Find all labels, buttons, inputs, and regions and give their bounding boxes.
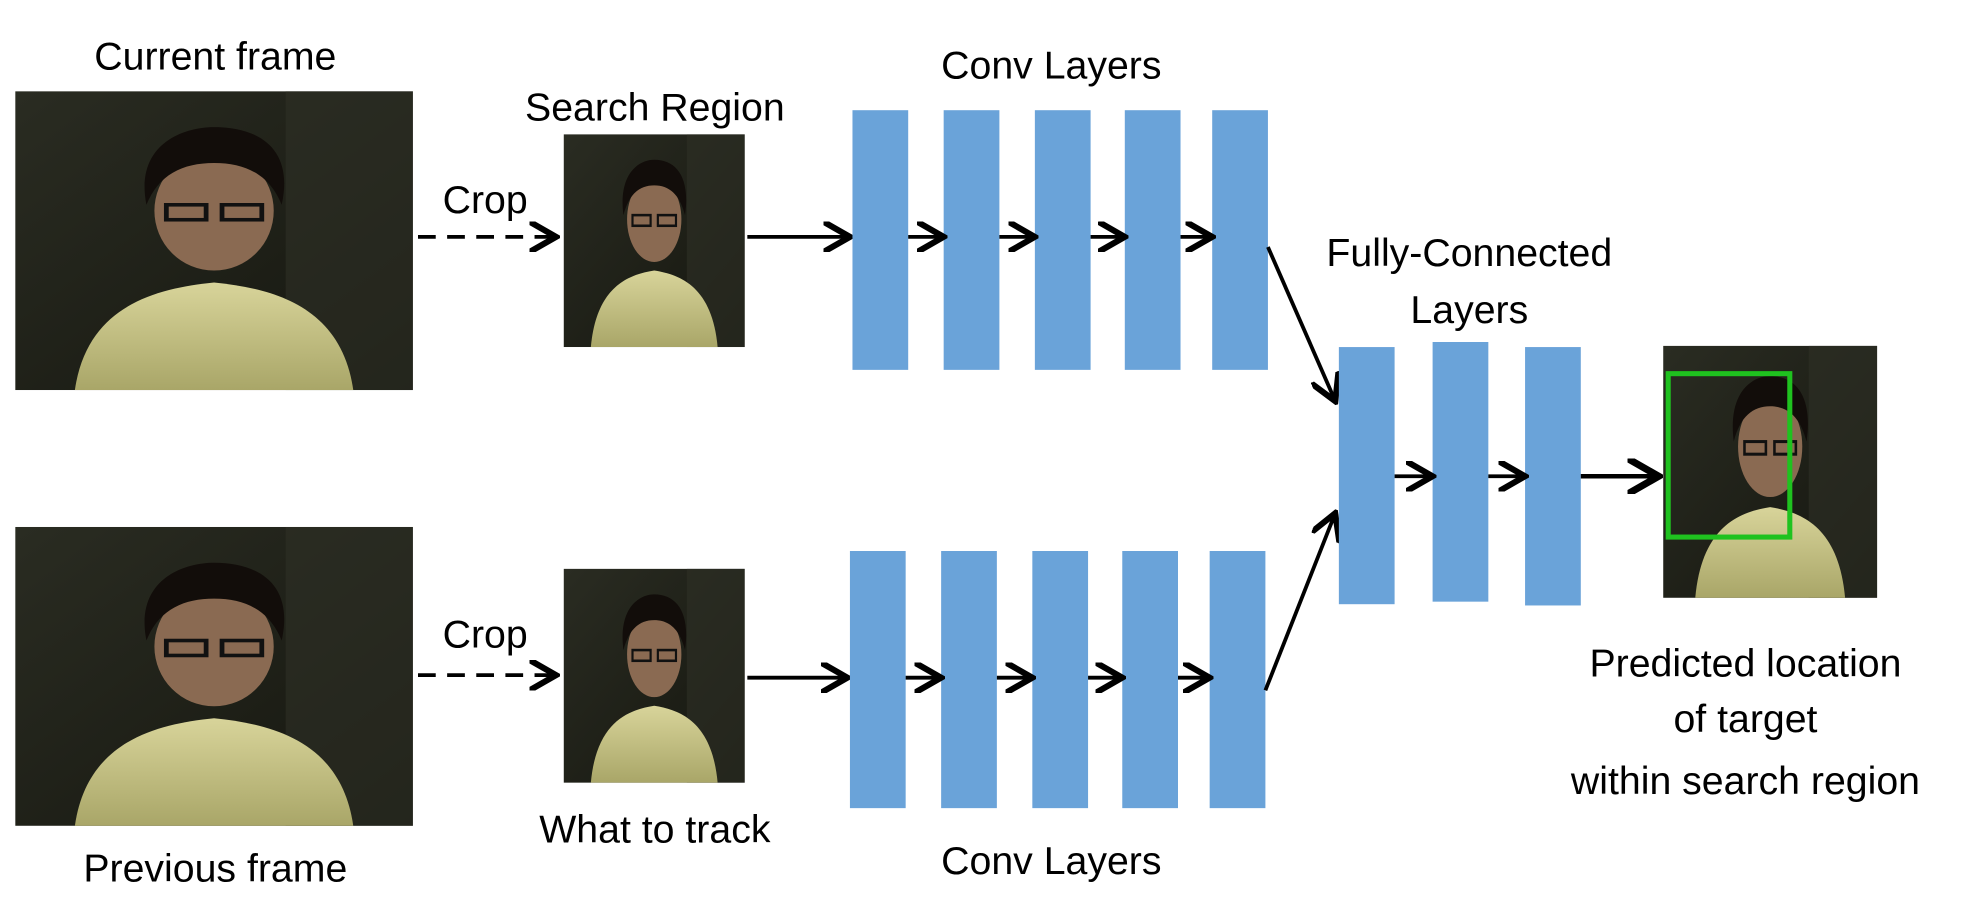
prediction-label-line2: of target [1673,697,1817,741]
conv-layer-bottom-1 [849,551,906,809]
current-frame-image [15,91,413,390]
conv-layer-top-5 [1212,110,1268,370]
previous-frame-label: Previous frame [83,847,347,891]
fc-label-line1: Fully-Connected [1326,231,1612,275]
current-frame-label: Current frame [94,35,336,79]
search-region-label: Search Region [525,85,785,129]
prediction-label-line1: Predicted location [1589,641,1901,685]
fc-layer-3 [1525,347,1581,606]
conv-layers-label-top: Conv Layers [941,44,1161,88]
merge-arrow-bottom [1263,517,1333,692]
conv-layer-bottom-5 [1209,551,1266,809]
merge-arrow-top [1266,246,1334,398]
fc-layers [1338,342,1581,606]
conv-layer-bottom-4 [1122,551,1178,809]
conv-layer-bottom-3 [1032,551,1089,809]
conv-layer-top-3 [1034,110,1091,370]
fc-layer-2 [1432,342,1489,602]
conv-layer-top-2 [943,110,1000,370]
what-to-track-label: What to track [539,807,771,851]
prediction-label-line3: within search region [1570,759,1920,803]
crop-label-bottom: Crop [443,612,528,656]
conv-layer-top-1 [852,110,909,370]
conv-layer-top-4 [1124,110,1181,370]
what-to-track-image [563,568,745,783]
predicted-output-image [1663,345,1878,598]
fc-label-line2: Layers [1410,288,1528,332]
conv-layers-top [852,110,1268,370]
previous-frame-image [15,527,413,826]
crop-label-top: Crop [443,178,528,222]
fc-layer-1 [1338,347,1395,605]
predicted-bounding-box [1665,371,1793,540]
conv-layers-bottom [849,551,1266,809]
search-region-image [563,134,745,348]
conv-layer-bottom-2 [941,551,997,809]
conv-layers-label-bottom: Conv Layers [941,839,1161,883]
